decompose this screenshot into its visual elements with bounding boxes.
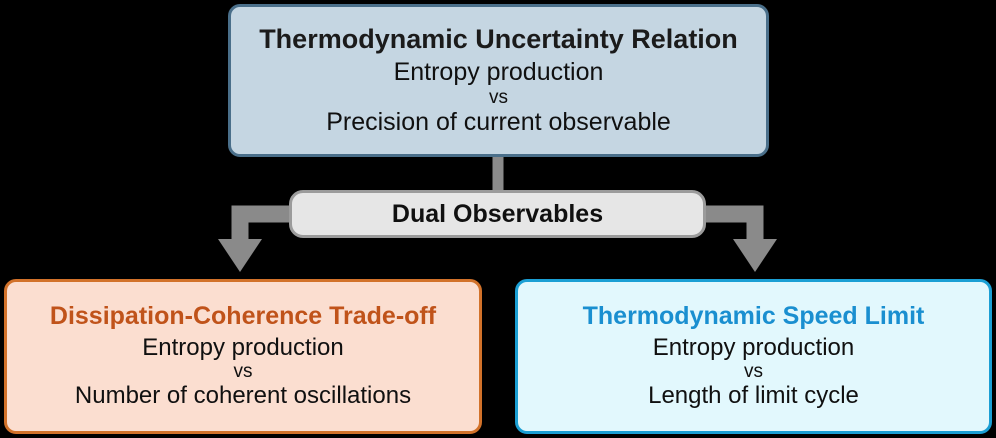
node-line-1: Entropy production [142,333,344,361]
node-vs-label: vs [489,86,508,108]
node-vs-label: vs [233,361,253,383]
node-dual-observables: Dual Observables [289,190,706,238]
node-line-1: Entropy production [652,333,855,361]
arrow-dual-to-speed-limit [704,205,764,240]
node-thermodynamic-speed-limit: Thermodynamic Speed Limit Entropy produc… [515,279,992,434]
node-line-2: Length of limit cycle [648,382,859,410]
node-title: Thermodynamic Speed Limit [582,302,925,331]
node-title: Dissipation-Coherence Trade-off [49,302,437,331]
node-line-2: Precision of current observable [326,107,671,136]
node-line-2: Number of coherent oscillations [74,382,412,410]
node-dissipation-coherence-trade-off: Dissipation-Coherence Trade-off Entropy … [4,279,482,434]
node-vs-label: vs [744,361,763,383]
arrowhead-right [733,239,777,272]
node-title: Dual Observables [391,199,604,228]
node-line-1: Entropy production [393,58,604,87]
arrowhead-left [218,239,262,272]
arrow-dual-to-trade-off [231,205,292,240]
node-title: Thermodynamic Uncertainty Relation [259,24,738,54]
node-thermodynamic-uncertainty-relation: Thermodynamic Uncertainty Relation Entro… [228,4,769,157]
